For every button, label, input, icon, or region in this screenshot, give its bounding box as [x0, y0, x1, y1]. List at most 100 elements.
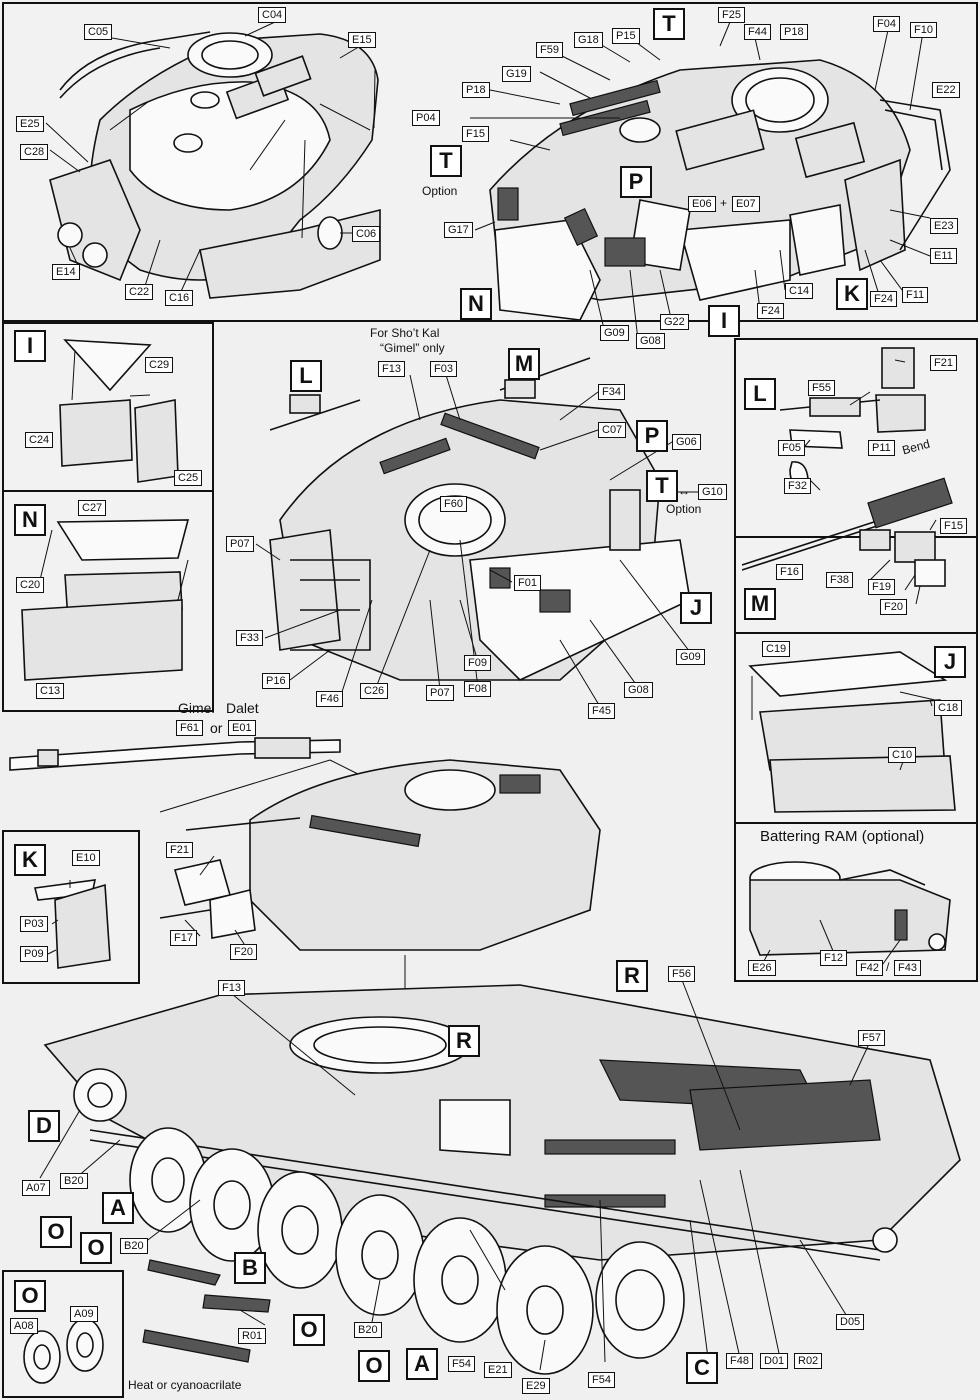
- label-P15: P15: [612, 28, 640, 44]
- label-B20-b: B20: [120, 1238, 148, 1254]
- label-G08-mid: G08: [624, 682, 653, 698]
- label-C19: C19: [762, 641, 791, 657]
- label-E23: E23: [930, 218, 958, 234]
- label-F19: F19: [868, 579, 895, 595]
- step-marker-N-top: N: [460, 288, 492, 320]
- label-F38: F38: [826, 572, 853, 588]
- label-E06: E06: [688, 196, 716, 212]
- step-marker-O-3: O: [293, 1314, 325, 1346]
- label-F48: F48: [726, 1353, 753, 1369]
- label-E26: E26: [748, 960, 776, 976]
- label-B20-a: B20: [60, 1173, 88, 1189]
- step-marker-D: D: [28, 1110, 60, 1142]
- label-F61: F61: [176, 720, 203, 736]
- step-marker-J: J: [934, 646, 966, 678]
- step-marker-K: K: [14, 844, 46, 876]
- label-E10: E10: [72, 850, 100, 866]
- label-G22: G22: [660, 314, 689, 330]
- label-C22: C22: [125, 284, 154, 300]
- step-marker-I: I: [14, 330, 46, 362]
- label-C25: C25: [174, 470, 203, 486]
- leader-lines: [39, 21, 937, 1371]
- label-E14: E14: [52, 264, 80, 280]
- label-C24: C24: [25, 432, 54, 448]
- label-C05: C05: [84, 24, 113, 40]
- label-C26: C26: [360, 683, 389, 699]
- label-G06: G06: [672, 434, 701, 450]
- step-marker-J-mid: J: [680, 592, 712, 624]
- part-O-drawing: [23, 1318, 104, 1384]
- label-G10: G10: [698, 484, 727, 500]
- label-E15: E15: [348, 32, 376, 48]
- label-R01: R01: [238, 1328, 267, 1344]
- label-A07: A07: [22, 1180, 50, 1196]
- label-E21: E21: [484, 1362, 512, 1378]
- label-F56: F56: [668, 966, 695, 982]
- label-E01: E01: [228, 720, 256, 736]
- label-F25: F25: [718, 7, 745, 23]
- part-L-drawing: [779, 347, 926, 491]
- step-marker-M: M: [744, 588, 776, 620]
- step-marker-R-hull: R: [448, 1025, 480, 1057]
- step-marker-A-2: A: [406, 1348, 438, 1380]
- label-F03: F03: [430, 361, 457, 377]
- note-plus: +: [720, 196, 728, 210]
- label-F17: F17: [170, 930, 197, 946]
- part-K-drawing: [34, 879, 111, 969]
- label-F33: F33: [236, 630, 263, 646]
- label-F42: F42: [856, 960, 883, 976]
- label-B20-c: B20: [354, 1322, 382, 1338]
- label-F10: F10: [910, 22, 937, 38]
- step-marker-O-2: O: [80, 1232, 112, 1264]
- label-F11: F11: [902, 287, 929, 303]
- step-marker-T-top: T: [653, 8, 685, 40]
- label-F16: F16: [776, 564, 803, 580]
- turret-shell-drawing: [49, 31, 381, 299]
- step-marker-L: L: [744, 378, 776, 410]
- step-marker-O: O: [14, 1280, 46, 1312]
- label-P16: P16: [262, 673, 290, 689]
- turret-assembly-top-drawing: [489, 59, 951, 321]
- label-P04: P04: [412, 110, 440, 126]
- turret-assembled-middle-drawing: [269, 357, 691, 681]
- label-F24-right: F24: [870, 291, 897, 307]
- part-I-drawing: [59, 339, 179, 483]
- part-J-drawing: [748, 651, 956, 813]
- note-gimel: Gimel: [178, 700, 215, 716]
- label-G08-top: G08: [636, 333, 665, 349]
- label-F43: F43: [894, 960, 921, 976]
- part-N-drawing: [21, 519, 190, 681]
- label-C14: C14: [785, 283, 814, 299]
- step-marker-T-mid: T: [646, 470, 678, 502]
- label-F12: F12: [820, 950, 847, 966]
- label-C04: C04: [258, 7, 287, 23]
- label-C18: C18: [934, 700, 963, 716]
- track-links-drawing: [142, 1259, 271, 1363]
- step-marker-C: C: [686, 1352, 718, 1384]
- label-C27: C27: [78, 500, 107, 516]
- step-marker-M-mid: M: [508, 348, 540, 380]
- note-arrow-g10: ↔: [678, 484, 690, 498]
- label-P09: P09: [20, 946, 48, 962]
- label-F54-b: F54: [588, 1372, 615, 1388]
- step-marker-O-1: O: [40, 1216, 72, 1248]
- label-E07: E07: [732, 196, 760, 212]
- step-marker-I-top: I: [708, 305, 740, 337]
- label-P18-right: P18: [780, 24, 808, 40]
- label-F20-M: F20: [880, 599, 907, 615]
- label-F21-lower: F21: [166, 842, 193, 858]
- label-C10: C10: [888, 747, 917, 763]
- label-F21-L: F21: [930, 355, 957, 371]
- label-P07-bottom: P07: [426, 685, 454, 701]
- label-E22: E22: [932, 82, 960, 98]
- label-G18: G18: [574, 32, 603, 48]
- step-marker-P-top: P: [620, 166, 652, 198]
- label-F57: F57: [858, 1030, 885, 1046]
- label-P03: P03: [20, 916, 48, 932]
- label-F32: F32: [784, 478, 811, 494]
- label-E11: E11: [930, 248, 957, 264]
- label-F08: F08: [464, 681, 491, 697]
- label-C28: C28: [20, 144, 49, 160]
- label-A09: A09: [70, 1306, 98, 1322]
